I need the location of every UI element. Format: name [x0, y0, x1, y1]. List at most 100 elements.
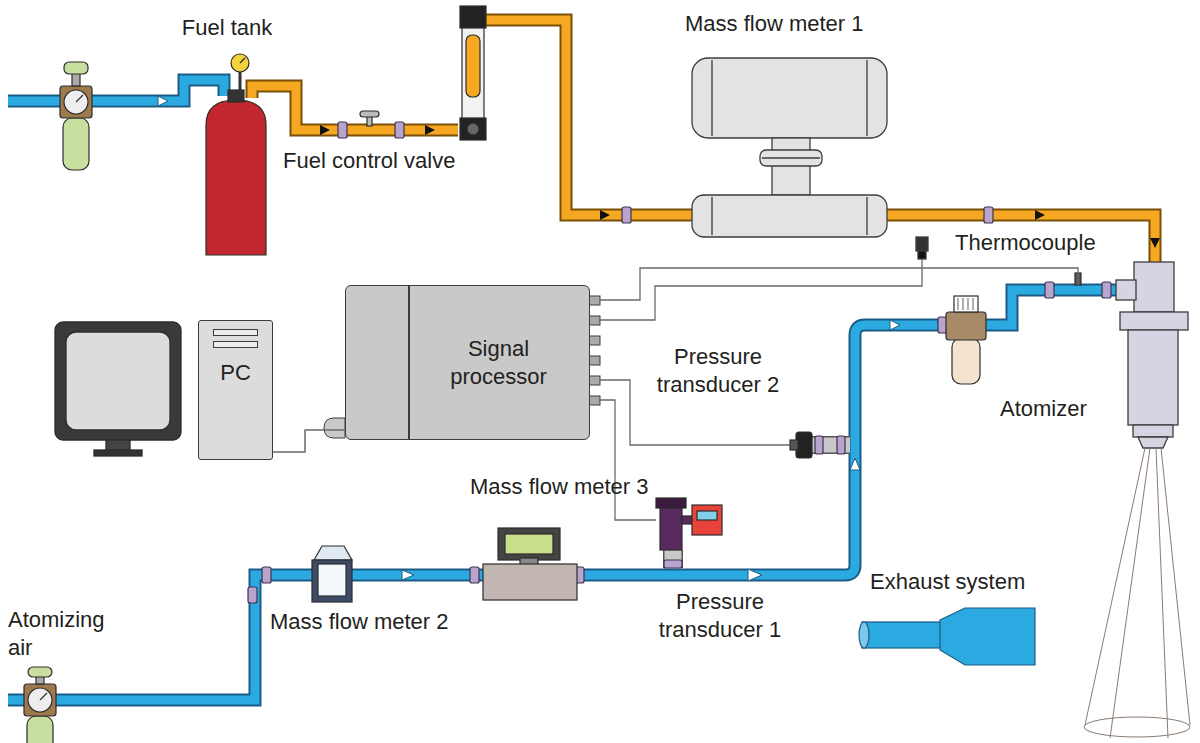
- air-regulator: [27, 716, 53, 743]
- signal-wire: [600, 400, 656, 520]
- pressure-transducer: [656, 498, 722, 550]
- air-regulator: [64, 62, 88, 74]
- flow-arrow: [425, 125, 435, 135]
- monitor: [106, 440, 130, 450]
- signal-wire: [600, 259, 922, 320]
- part-label: Fuel control valve: [283, 147, 513, 175]
- pressure-transducer: [790, 432, 812, 458]
- pipe-fitting: [622, 207, 631, 223]
- exhaust-hood: [859, 608, 1035, 665]
- part-label: Mass flow meter 2: [270, 608, 480, 636]
- atomizer: [1128, 330, 1178, 425]
- signal-processor-box: Signal processor: [345, 285, 590, 440]
- signal-port: [324, 418, 345, 438]
- atomizer: [1138, 437, 1168, 448]
- mass-flow-meter: [498, 528, 560, 560]
- part-label: Fuel tank: [172, 14, 282, 42]
- data-cable: [273, 430, 345, 452]
- mass-flow-meter: [312, 546, 352, 602]
- flow-arrow: [1035, 210, 1045, 220]
- air-pipe: [812, 436, 850, 454]
- pipe-fitting: [1102, 282, 1111, 298]
- air-regulator: [24, 667, 56, 743]
- part-label: Atomizer: [1000, 395, 1110, 423]
- flow-arrow: [850, 458, 860, 470]
- signal-port: [589, 316, 600, 325]
- pipe-fitting: [395, 122, 404, 138]
- rotameter: [462, 24, 484, 122]
- flow-arrow: [158, 96, 168, 106]
- air-pipe: [665, 550, 682, 568]
- node-text: PC: [199, 359, 272, 387]
- mass-flow-meter: [314, 546, 352, 560]
- air-filter: [962, 298, 963, 310]
- exhaust-hood: [859, 622, 869, 648]
- signal-wire: [600, 259, 1078, 520]
- flow-arrow: [748, 569, 762, 581]
- fuel-tank: [240, 58, 245, 63]
- pressure-transducer: [660, 505, 682, 550]
- pressure-transducer: [656, 498, 686, 508]
- pipe-fitting: [815, 436, 823, 454]
- flow-arrow: [600, 210, 610, 220]
- part-label: Pressure transducer 1: [640, 588, 800, 644]
- fuel-tank: [231, 54, 249, 72]
- fuel-pipe: [887, 215, 1155, 266]
- pressure-transducer: [697, 511, 717, 520]
- air-filter: [946, 296, 986, 384]
- atomizer: [1116, 280, 1136, 300]
- signal-port: [589, 356, 600, 365]
- fuel-tank: [206, 100, 266, 255]
- mass-flow-meter: [760, 150, 822, 166]
- air-filter: [972, 298, 973, 310]
- rotameter: [460, 6, 486, 28]
- air-filter: [967, 298, 968, 310]
- air-regulator: [40, 693, 47, 700]
- fuel-pipe: [486, 20, 692, 215]
- spray-cone: [1110, 448, 1150, 738]
- rotameter: [467, 123, 479, 135]
- mass-flow-meter: [866, 60, 867, 136]
- fuel-tank: [228, 90, 244, 102]
- fuel-tank: [239, 72, 242, 90]
- signal-port: [589, 376, 600, 385]
- air-regulator: [28, 688, 52, 712]
- mass-flow-meter: [692, 195, 887, 237]
- atomizer: [1133, 425, 1173, 437]
- part-label: Pressure transducer 2: [638, 343, 798, 399]
- mass-flow-meter: [692, 58, 887, 138]
- spray-cone: [1156, 448, 1168, 738]
- pipe-fitting: [1045, 282, 1054, 298]
- atomizer: [1134, 262, 1174, 312]
- air-regulator: [60, 86, 92, 118]
- pipe-fitting: [248, 587, 257, 603]
- drive-bay: [213, 341, 258, 348]
- air-filter: [954, 296, 978, 312]
- air-regulator: [24, 684, 56, 716]
- control-valve: [360, 111, 379, 117]
- signal-wire: [600, 268, 1078, 300]
- signal-port: [589, 336, 600, 345]
- node-text: Signal processor: [439, 335, 559, 391]
- flow-arrow: [890, 320, 900, 330]
- part-label: Mass flow meter 1: [685, 10, 915, 38]
- mass-flow-meter: [318, 564, 346, 596]
- fuel-pipe: [887, 215, 1155, 266]
- flow-arrow: [158, 96, 1160, 581]
- pressure-transducer: [790, 440, 798, 450]
- exhaust-hood: [862, 622, 942, 648]
- fuel-tank: [206, 54, 266, 255]
- spray-cone: [1161, 448, 1190, 725]
- drive-bay: [213, 329, 258, 336]
- rotameter: [460, 6, 486, 140]
- mass-flow-meter: [762, 157, 820, 158]
- air-regulator: [60, 62, 92, 170]
- pipe-fitting: [664, 560, 682, 568]
- pipe-fitting: [248, 122, 1111, 603]
- spray-cone: [1085, 448, 1145, 725]
- flow-arrow: [320, 125, 330, 135]
- pc-tower: PC: [198, 320, 273, 460]
- spray-cone: [1084, 717, 1190, 737]
- air-regulator: [76, 95, 83, 102]
